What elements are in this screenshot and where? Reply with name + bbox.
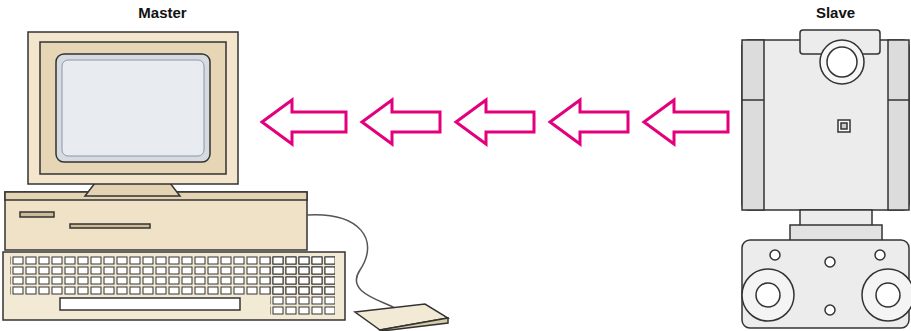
arrow-shape [644,100,728,144]
node-heading: Master [65,4,260,22]
arrow-shape [550,100,628,144]
arrow-shape [456,100,534,144]
node-heading: Slave [760,4,911,22]
transmitter-illustration [742,30,911,328]
computer-illustration [3,32,448,331]
arrow-shape [362,100,440,144]
slave-node: Slave [730,4,911,326]
data-flow-arrows [262,100,728,144]
arrow-shape [262,100,346,144]
master-node: Master [5,4,260,326]
